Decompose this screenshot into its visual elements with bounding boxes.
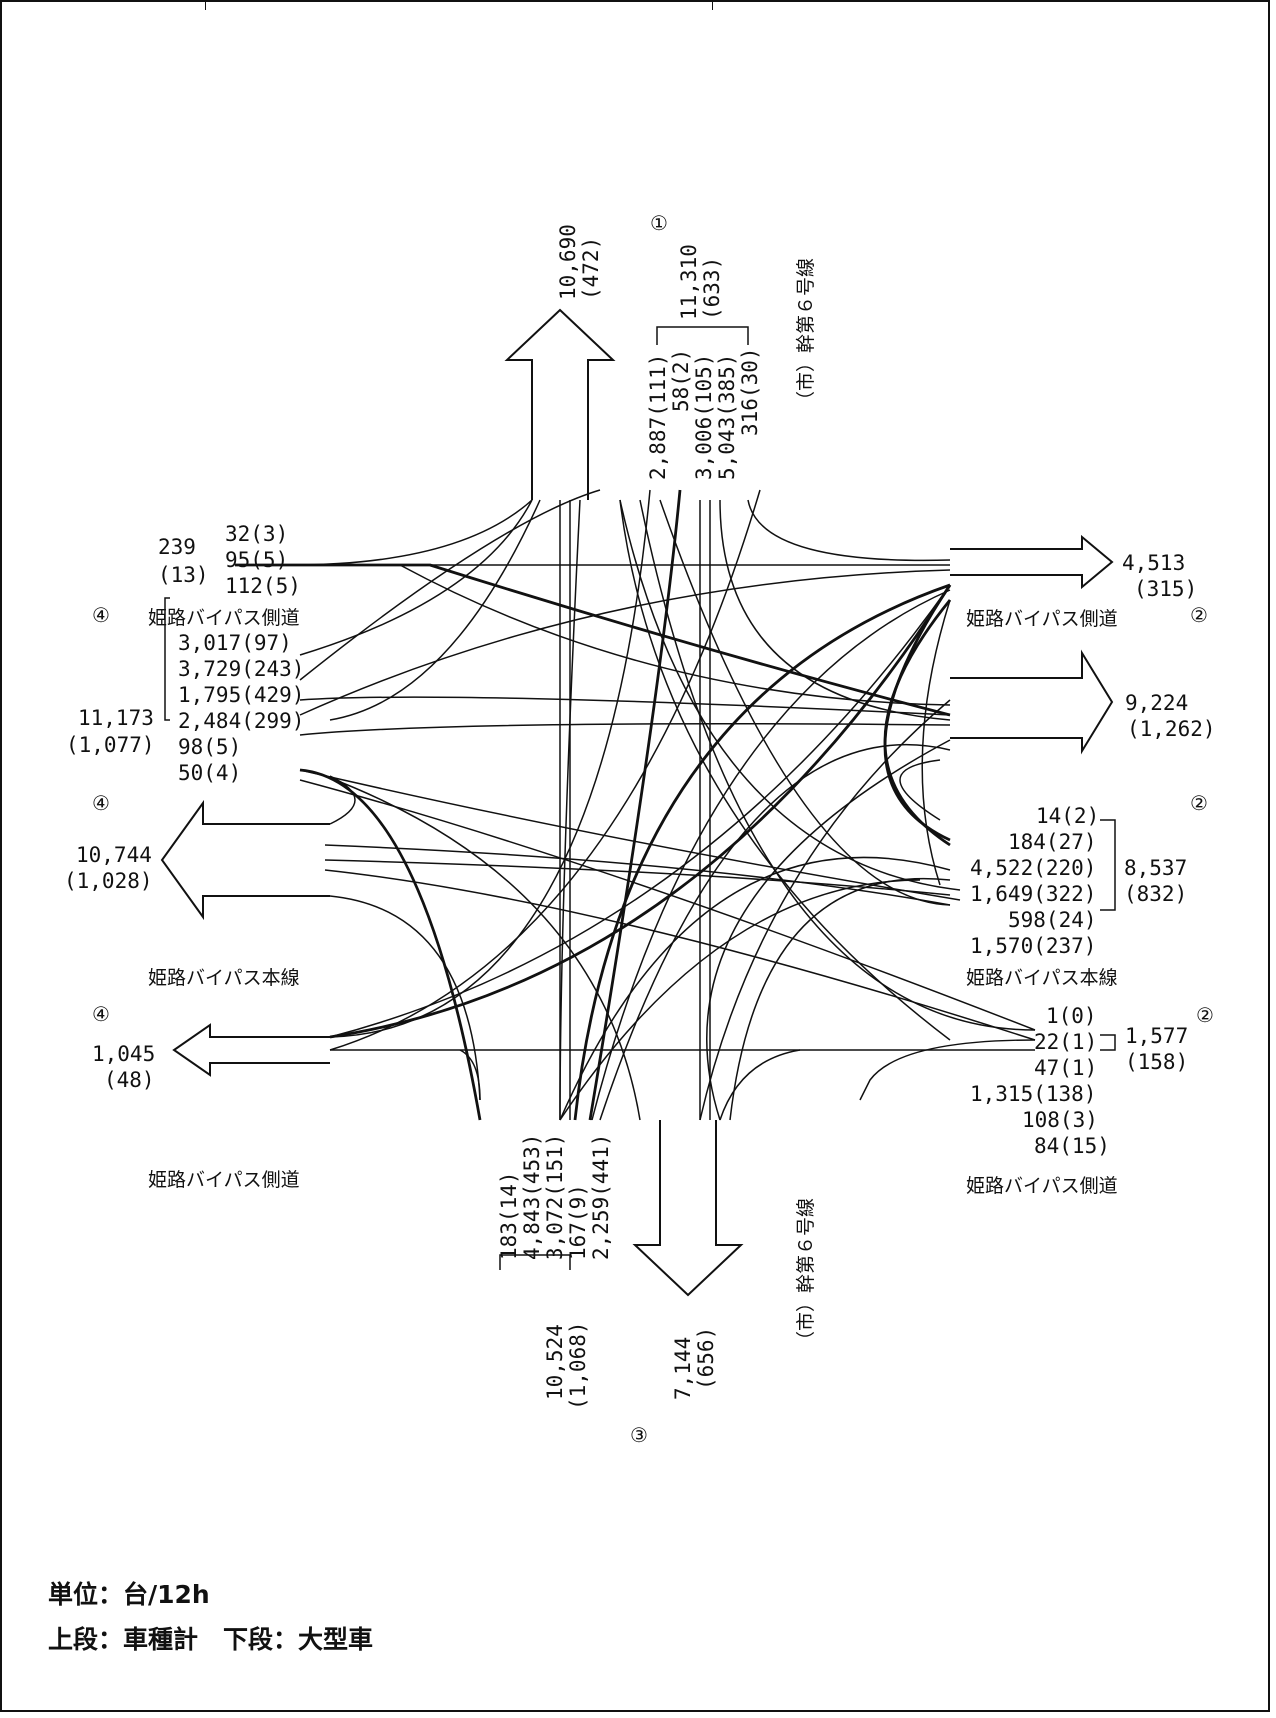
south-movement-4: 167(9) xyxy=(566,1184,590,1260)
west-main-out-arrow xyxy=(160,799,330,921)
legend-note: 上段：車種計 下段：大型車 xyxy=(48,1625,374,1654)
west-main-movement-6: 50(4) xyxy=(178,761,241,785)
east-side-out-large: (315) xyxy=(1134,577,1197,601)
west-main-out-total: 10,744 xyxy=(76,843,152,867)
west-marker-a: ④ xyxy=(92,603,110,627)
west-marker-b: ④ xyxy=(92,791,110,815)
city-road-south-label: （市）幹第６号線 xyxy=(795,1198,817,1350)
side-road-se-label: 姫路バイパス側道 xyxy=(966,1175,1118,1197)
north-in-large: (633) xyxy=(700,257,724,320)
side-road-nw-label: 姫路バイパス側道 xyxy=(148,607,300,629)
south-out-arrow xyxy=(632,1120,744,1297)
flow-lines xyxy=(289,489,1036,1121)
east-side-out-total: 4,513 xyxy=(1122,551,1185,575)
east-marker-a: ② xyxy=(1190,603,1208,627)
north-in-total: 11,310 xyxy=(677,244,701,320)
east-main-movement-4: 1,649(322) xyxy=(970,882,1096,906)
east-side-movement-2: 22(1) xyxy=(1034,1030,1097,1054)
east-main-movement-2: 184(27) xyxy=(1008,830,1097,854)
east-main-movement-1: 14(2) xyxy=(1036,804,1099,828)
west-side-movement-3: 112(5) xyxy=(225,574,301,598)
east-side-movement-1: 1(0) xyxy=(1046,1004,1097,1028)
side-road-ne-label: 姫路バイパス側道 xyxy=(966,608,1118,630)
west-main-movement-2: 3,729(243) xyxy=(178,657,304,681)
east-side-movement-3: 47(1) xyxy=(1034,1056,1097,1080)
west-main-movement-4: 2,484(299) xyxy=(178,709,304,733)
east-main-movement-6: 1,570(237) xyxy=(970,934,1096,958)
east-side-in-total: 1,577 xyxy=(1125,1024,1188,1048)
west-side-out-large: (48) xyxy=(104,1068,155,1092)
west-main-movement-3: 1,795(429) xyxy=(178,683,304,707)
east-side-out-arrow xyxy=(950,534,1114,590)
south-movement-5: 2,259(441) xyxy=(589,1134,613,1260)
west-side-in-large: (13) xyxy=(158,563,209,587)
heavy-flow-lines xyxy=(235,489,952,1121)
north-movement-3: 3,006(105) xyxy=(692,354,716,480)
north-out-arrow xyxy=(504,308,616,500)
west-marker-c: ④ xyxy=(92,1002,110,1026)
city-road-north-label: （市）幹第６号線 xyxy=(795,258,817,410)
east-marker-c: ② xyxy=(1196,1003,1214,1027)
east-side-in-large: (158) xyxy=(1125,1050,1188,1074)
east-main-movement-3: 4,522(220) xyxy=(970,856,1096,880)
west-side-movement-1: 32(3) xyxy=(225,522,288,546)
north-out-large: (472) xyxy=(579,237,603,300)
main-w-label: 姫路バイパス本線 xyxy=(148,967,300,989)
east-main-out-large: (1,262) xyxy=(1127,717,1216,741)
header-divider xyxy=(205,0,206,10)
east-marker-b: ② xyxy=(1190,791,1208,815)
main-e-label: 姫路バイパス本線 xyxy=(966,967,1118,989)
east-side-movement-6: 84(15) xyxy=(1034,1134,1110,1158)
west-main-in-large: (1,077) xyxy=(66,733,155,757)
bracket-lines xyxy=(164,326,1116,1270)
east-main-in-large: (832) xyxy=(1124,882,1187,906)
north-movement-5: 316(30) xyxy=(738,347,762,436)
south-in-large: (1,068) xyxy=(566,1321,590,1410)
header-divider xyxy=(712,0,713,10)
south-movement-3: 3,072(151) xyxy=(543,1134,567,1260)
west-main-movement-1: 3,017(97) xyxy=(178,631,292,655)
east-main-out-arrow xyxy=(950,649,1114,755)
east-main-in-total: 8,537 xyxy=(1124,856,1187,880)
east-side-movement-5: 108(3) xyxy=(1022,1108,1098,1132)
south-out-total: 7,144 xyxy=(671,1337,695,1400)
north-marker: ① xyxy=(650,211,668,235)
west-main-movement-5: 98(5) xyxy=(178,735,241,759)
east-main-out-total: 9,224 xyxy=(1125,691,1188,715)
north-movement-4: 5,043(385) xyxy=(715,354,739,480)
west-side-movement-2: 95(5) xyxy=(225,548,288,572)
south-movement-1: 183(14) xyxy=(497,1171,521,1260)
flow-arrows xyxy=(160,308,1114,1297)
unit-note: 単位：台/12h xyxy=(48,1580,210,1609)
east-main-movement-5: 598(24) xyxy=(1008,908,1097,932)
south-in-total: 10,524 xyxy=(543,1324,567,1400)
west-main-out-large: (1,028) xyxy=(64,869,153,893)
west-side-out-total: 1,045 xyxy=(92,1042,155,1066)
south-out-large: (656) xyxy=(694,1327,718,1390)
east-side-movement-4: 1,315(138) xyxy=(970,1082,1096,1106)
north-out-total: 10,690 xyxy=(556,224,580,300)
south-marker: ③ xyxy=(630,1423,648,1447)
west-side-out-arrow xyxy=(172,1023,330,1077)
west-side-in-total: 239 xyxy=(158,535,196,559)
north-movement-2: 58(2) xyxy=(669,349,693,412)
side-road-sw-label: 姫路バイパス側道 xyxy=(148,1169,300,1191)
south-movement-2: 4,843(453) xyxy=(520,1134,544,1260)
west-main-in-total: 11,173 xyxy=(78,706,154,730)
north-movement-1: 2,887(111) xyxy=(646,354,670,480)
